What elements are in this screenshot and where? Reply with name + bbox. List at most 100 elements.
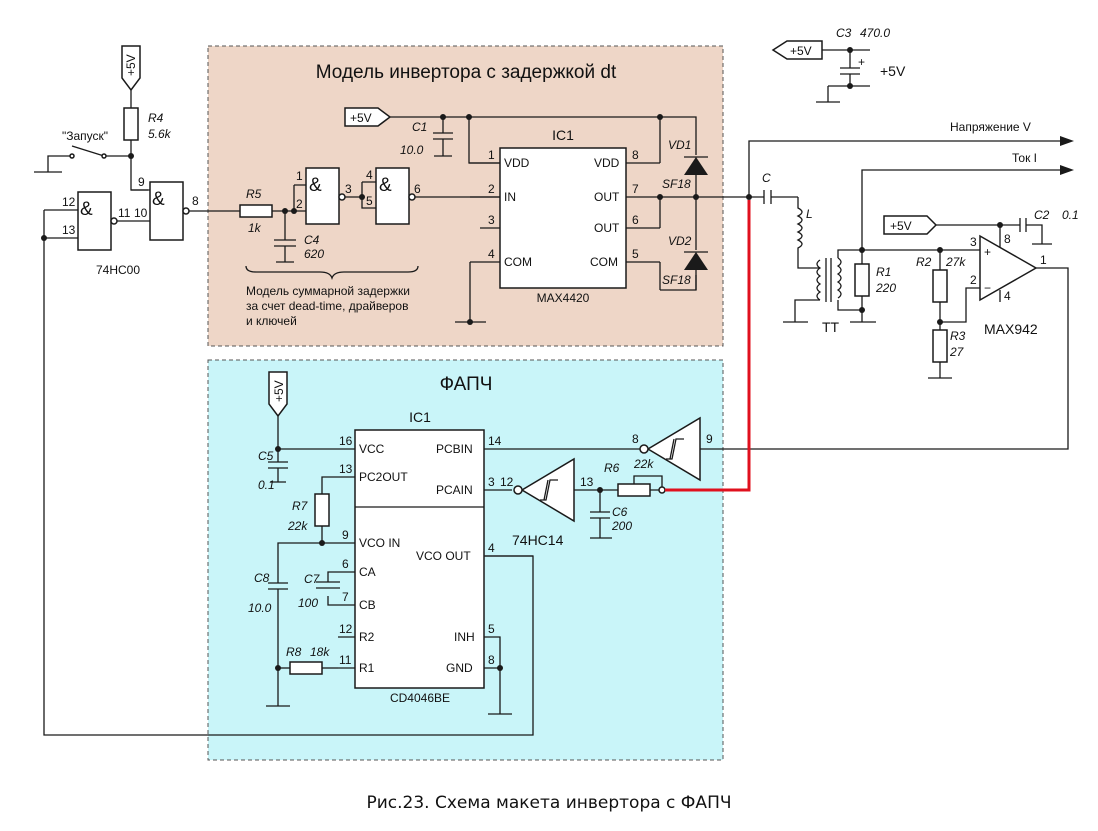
svg-text:CB: CB — [359, 598, 376, 612]
svg-text:8: 8 — [488, 653, 495, 667]
svg-text:VCO OUT: VCO OUT — [416, 549, 471, 563]
svg-text:COM: COM — [590, 255, 618, 269]
svg-text:4: 4 — [488, 247, 495, 261]
tt-label: TT — [822, 319, 840, 335]
pll-block-title: ФАПЧ — [440, 374, 493, 395]
svg-text:3: 3 — [345, 182, 352, 196]
svg-text:C: C — [762, 171, 771, 185]
svg-text:VDD: VDD — [504, 156, 530, 170]
max4420-chip — [499, 147, 627, 289]
svg-text:Модель суммарной задержки: Модель суммарной задержки — [246, 284, 410, 298]
current-transformer: TT — [783, 249, 862, 335]
svg-text:PCBIN: PCBIN — [436, 442, 473, 456]
svg-text:PC2OUT: PC2OUT — [359, 470, 408, 484]
svg-text:R2: R2 — [916, 255, 932, 269]
r8-resistor — [289, 661, 323, 675]
svg-text:220: 220 — [875, 281, 896, 295]
svg-text:9: 9 — [342, 528, 349, 542]
svg-text:12: 12 — [339, 622, 353, 636]
svg-text:C2: C2 — [1034, 208, 1050, 222]
svg-text:12: 12 — [500, 475, 514, 489]
svg-text:3: 3 — [970, 235, 977, 249]
svg-text:C5: C5 — [258, 449, 274, 463]
svg-text:9: 9 — [706, 432, 713, 446]
svg-text:1: 1 — [296, 169, 303, 183]
output-voltage-label: Напряжение V — [950, 120, 1031, 134]
svg-text:3: 3 — [488, 213, 495, 227]
r6-resistor — [617, 483, 651, 497]
svg-text:10: 10 — [134, 206, 148, 220]
svg-text:22k: 22k — [287, 519, 308, 533]
svg-text:8: 8 — [192, 194, 199, 208]
r4-value: 5.6k — [148, 127, 172, 141]
svg-text:22k: 22k — [633, 457, 654, 471]
svg-text:OUT: OUT — [594, 190, 620, 204]
pll-chip-name: CD4046BE — [390, 691, 450, 705]
svg-text:5: 5 — [632, 247, 639, 261]
output-current-label: Ток I — [1012, 151, 1037, 165]
svg-text:VDD: VDD — [594, 156, 620, 170]
power-5v-comp: +5V — [883, 215, 938, 235]
svg-text:R6: R6 — [604, 461, 620, 475]
svg-text:R1: R1 — [359, 661, 375, 675]
cd4046-chip — [354, 429, 485, 689]
svg-text:27k: 27k — [945, 255, 966, 269]
svg-text:&: & — [80, 199, 93, 220]
svg-text:620: 620 — [304, 247, 324, 261]
svg-text:L: L — [806, 207, 813, 221]
svg-text:5: 5 — [366, 194, 373, 208]
svg-text:COM: COM — [504, 255, 532, 269]
svg-text:1: 1 — [1040, 253, 1047, 267]
svg-text:10.0: 10.0 — [400, 143, 424, 157]
svg-text:INH: INH — [454, 630, 475, 644]
figure-caption: Рис.23. Схема макета инвертора с ФАПЧ — [366, 793, 731, 813]
svg-text:CA: CA — [359, 565, 376, 579]
svg-text:2: 2 — [970, 273, 977, 287]
gate-chip-label: 74HC00 — [96, 263, 140, 277]
svg-text:&: & — [152, 189, 165, 210]
svg-text:13: 13 — [580, 475, 594, 489]
svg-text:SF18: SF18 — [662, 273, 691, 287]
nand-gate-1: & — [77, 191, 118, 251]
svg-text:VD1: VD1 — [668, 138, 691, 152]
driver-pins-left: 1 VDD 2 IN 3 4 COM — [469, 148, 532, 269]
svg-text:100: 100 — [298, 596, 318, 610]
power-5v-c3: +5V — [771, 40, 823, 60]
svg-text:4: 4 — [366, 168, 373, 182]
inverter-block-title: Модель инвертора с задержкой dt — [316, 62, 617, 83]
svg-text:PCAIN: PCAIN — [436, 483, 473, 497]
r1-resistor — [854, 263, 870, 297]
svg-text:11: 11 — [339, 653, 352, 667]
svg-text:&: & — [309, 175, 322, 196]
svg-text:9: 9 — [138, 175, 145, 189]
pll-pins-left: 16 VCC 13 PC2OUT 9 VCO IN 6 CA 7 CB 12 R… — [338, 434, 408, 675]
svg-text:+5V: +5V — [880, 63, 906, 79]
pll-chip-ref: IC1 — [409, 409, 431, 425]
start-switch-label: "Запуск" — [62, 129, 108, 143]
svg-text:GND: GND — [446, 661, 473, 675]
svg-text:18k: 18k — [310, 645, 330, 659]
delay-brace — [245, 265, 419, 281]
nand-gate-2: & — [149, 181, 190, 241]
svg-text:+5V: +5V — [350, 111, 372, 125]
svg-text:7: 7 — [632, 182, 639, 196]
svg-text:27: 27 — [949, 345, 965, 359]
svg-text:C4: C4 — [304, 233, 320, 247]
svg-text:0.1: 0.1 — [1062, 208, 1079, 222]
svg-text:14: 14 — [488, 434, 502, 448]
r4-resistor — [123, 107, 139, 141]
svg-text:2: 2 — [488, 182, 495, 196]
svg-text:11: 11 — [118, 206, 131, 220]
power-5v-driver: +5V — [344, 107, 392, 127]
svg-text:R3: R3 — [950, 329, 966, 343]
svg-text:470.0: 470.0 — [860, 26, 890, 40]
svg-text:8: 8 — [1004, 232, 1011, 246]
svg-text:8: 8 — [632, 432, 639, 446]
comparator-name: MAX942 — [984, 321, 1038, 337]
svg-text:VCC: VCC — [359, 442, 385, 456]
svg-text:6: 6 — [414, 182, 421, 196]
schmitt-inverter-1 — [639, 416, 701, 482]
svg-text:12: 12 — [62, 195, 76, 209]
svg-text:6: 6 — [632, 213, 639, 227]
